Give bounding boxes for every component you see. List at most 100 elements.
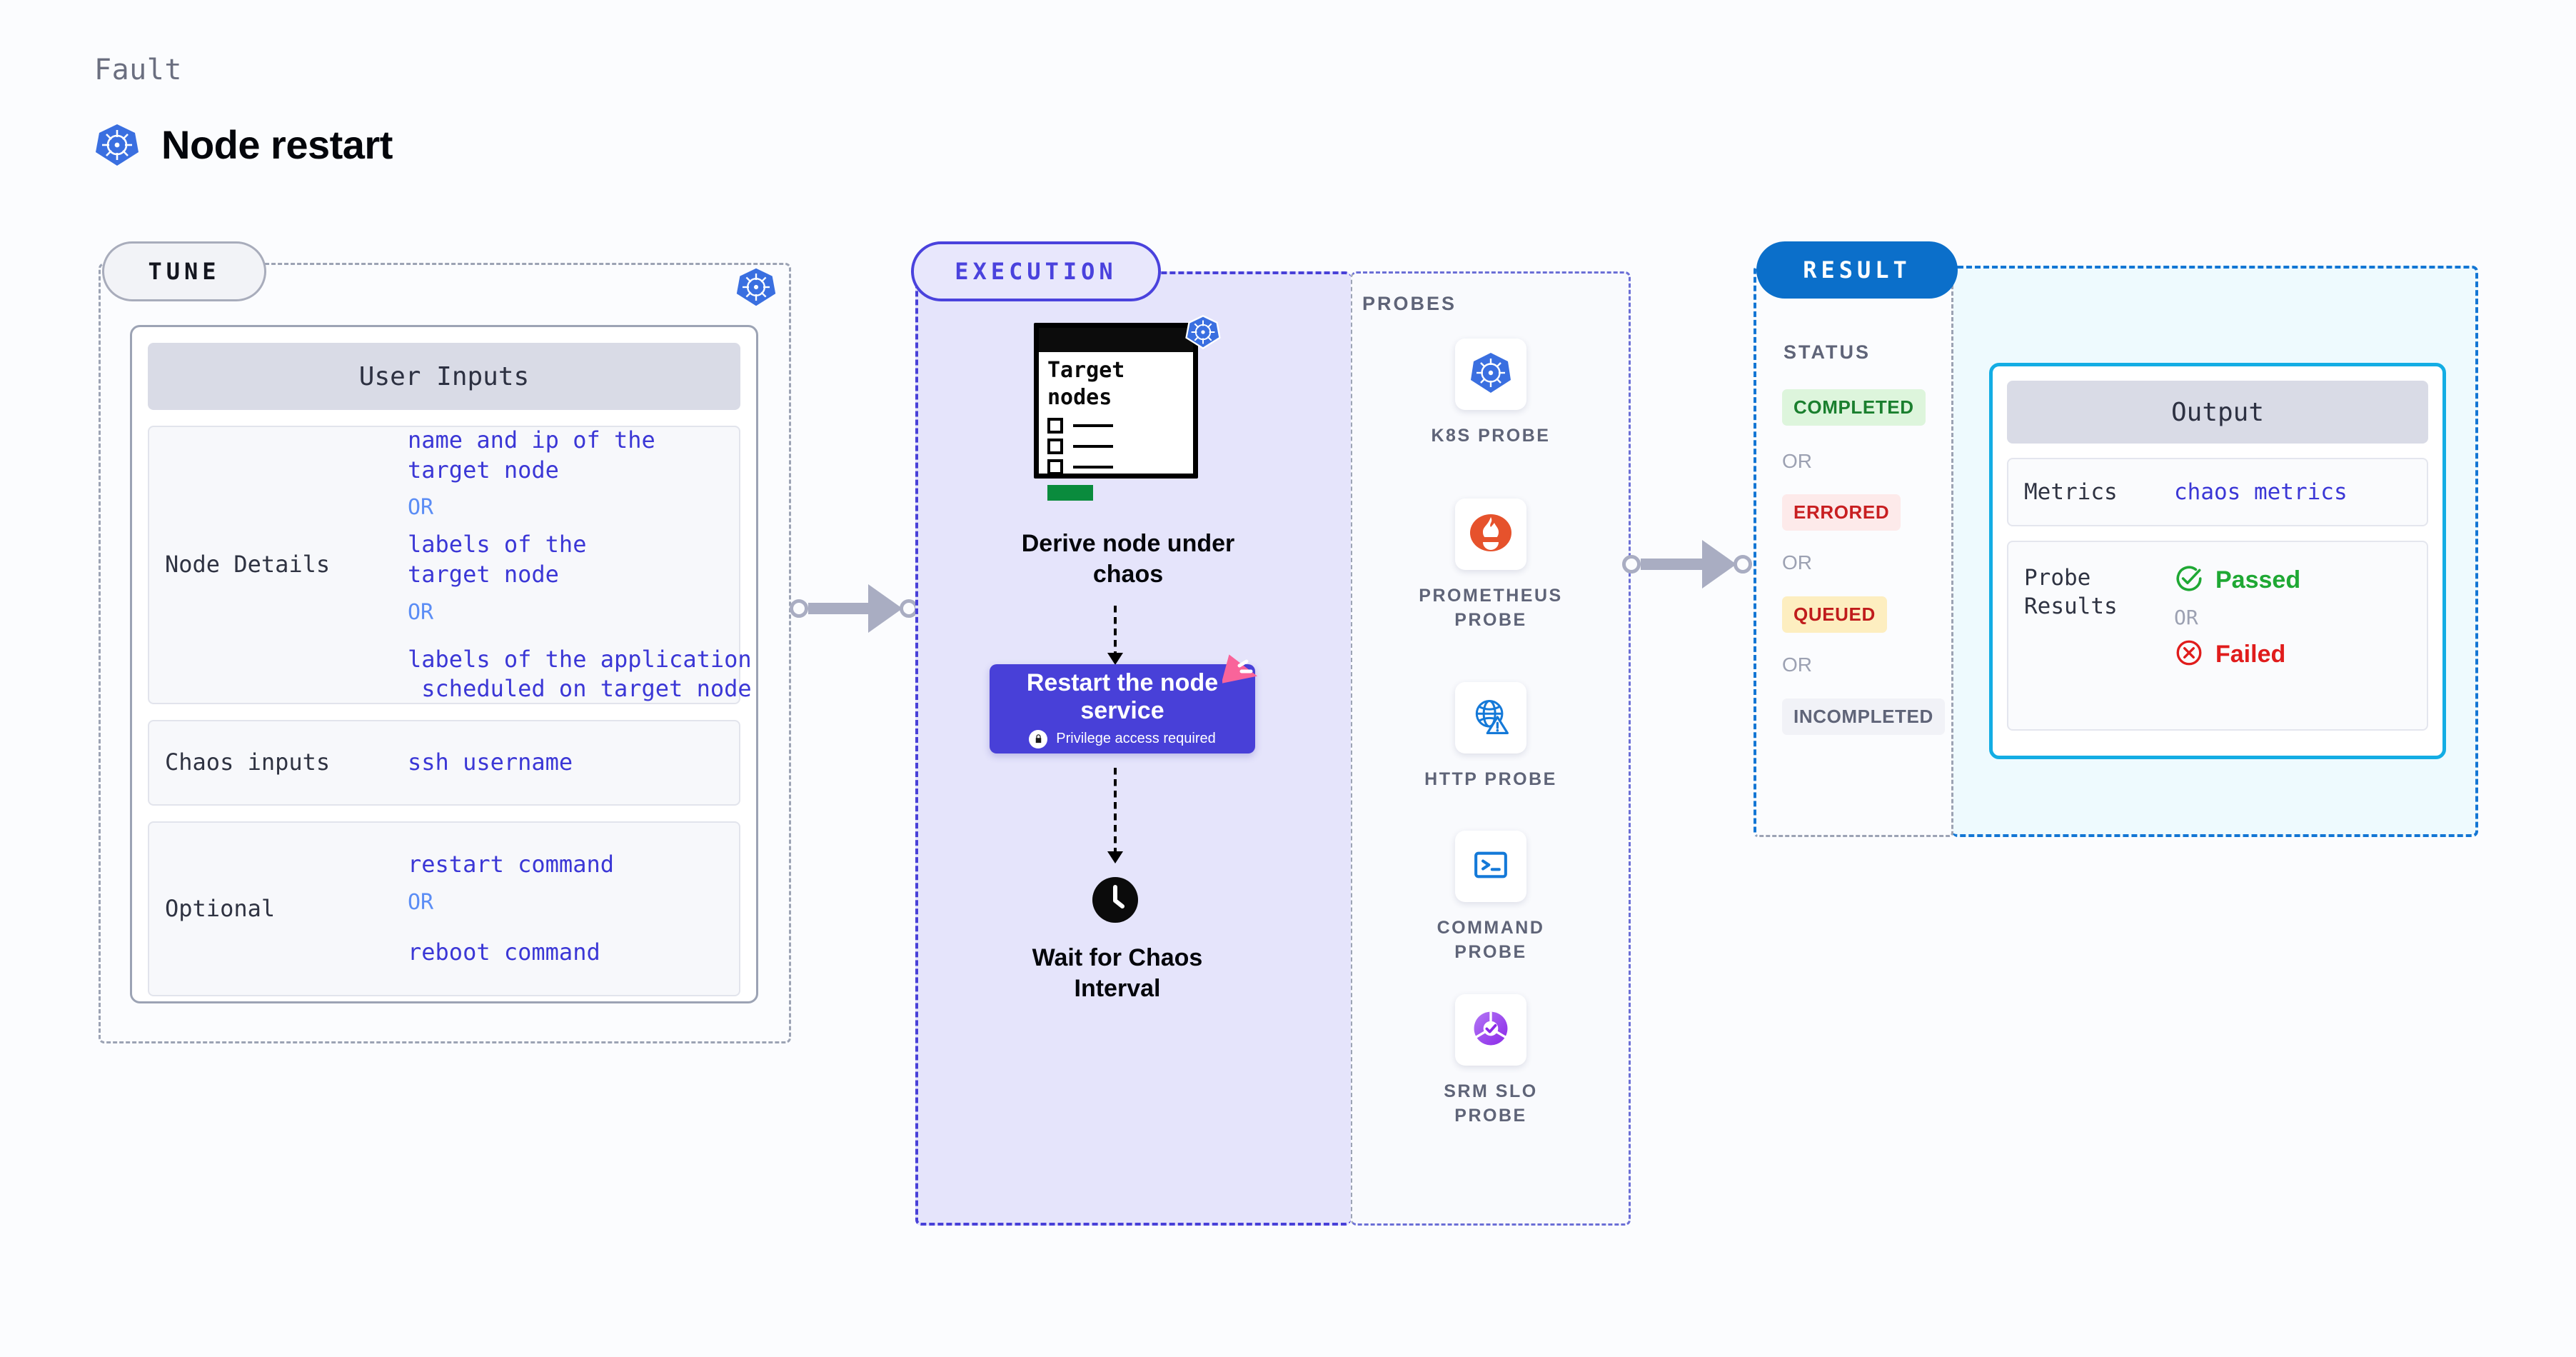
target-nodes-window: Target nodes (1034, 323, 1198, 501)
connector-execution-to-result (1622, 540, 1758, 589)
window-title-line1: Target (1047, 358, 1125, 383)
globe-warning-icon (1469, 695, 1512, 741)
flow-arrowhead-2 (1107, 851, 1123, 863)
window-title-line2: nodes (1047, 384, 1112, 410)
result-status-panel (1754, 266, 1953, 837)
privilege-note: Privilege access required (1029, 729, 1216, 748)
tune-panel (99, 263, 791, 1043)
probes-title: PROBES (1362, 293, 1457, 314)
checkbox-icon (1047, 418, 1063, 434)
probe-tile (1455, 994, 1526, 1066)
window-checkbox-row (1039, 439, 1193, 454)
fault-kicker-label: Fault (94, 54, 182, 86)
status-badge-incompleted: INCOMPLETED (1782, 698, 1945, 735)
step-caption-derive-node: Derive node under chaos (1021, 530, 1235, 588)
kubernetes-icon (735, 266, 777, 311)
x-circle-icon (2174, 638, 2204, 671)
input-key: Node Details (165, 551, 331, 579)
output-value-link[interactable]: chaos metrics (2174, 479, 2348, 505)
probe-item-http[interactable]: HTTP PROBE (1419, 682, 1562, 792)
clock-icon (1092, 877, 1138, 923)
probe-label: K8S PROBE (1431, 426, 1551, 446)
result-stage-pill[interactable]: RESULT (1756, 241, 1958, 299)
connector-tune-to-execution (790, 584, 922, 633)
probe-label: SRM SLO PROBE (1444, 1081, 1538, 1126)
window-checkbox-row (1039, 459, 1193, 475)
verdict-label: Failed (2215, 641, 2286, 668)
input-row-chaos-inputs: Chaos inputs ssh username (148, 720, 740, 806)
input-separator: OR (408, 599, 434, 625)
kubernetes-icon (94, 122, 140, 168)
probe-item-k8s[interactable]: K8S PROBE (1419, 339, 1562, 449)
flow-arrow-2 (1114, 768, 1117, 855)
input-value: labels of the target node (408, 531, 587, 588)
line-placeholder (1073, 466, 1113, 469)
probe-item-command[interactable]: COMMAND PROBE (1419, 831, 1562, 965)
input-row-node-details: Node Details name and ip of the target n… (148, 426, 752, 704)
verdict-passed: Passed (2174, 564, 2300, 597)
status-badge-queued: QUEUED (1782, 596, 1887, 633)
execution-stage-pill[interactable]: EXECUTION (911, 241, 1161, 301)
step-restart-node-service[interactable]: Restart the node service Privilege acces… (990, 664, 1255, 753)
kubernetes-icon (1185, 314, 1221, 354)
check-circle-icon (2174, 564, 2204, 597)
probe-item-srm-slo[interactable]: SRM SLO PROBE (1419, 994, 1562, 1128)
checkbox-icon (1047, 439, 1063, 454)
input-key: Optional (165, 894, 276, 922)
output-key: Metrics (2024, 479, 2118, 505)
input-separator: OR (408, 890, 434, 915)
connector-arrowhead (868, 584, 902, 633)
fault-triangle-icon (1221, 651, 1262, 695)
input-value: name and ip of the target node (408, 426, 655, 484)
user-inputs-title: User Inputs (148, 343, 740, 410)
input-separator: OR (408, 495, 434, 521)
kubernetes-icon (1468, 350, 1514, 399)
connector-line (1641, 559, 1704, 570)
probe-item-prometheus[interactable]: PROMETHEUS PROBE (1419, 499, 1562, 633)
page-title: Node restart (161, 122, 393, 167)
probe-label: PROMETHEUS PROBE (1419, 586, 1563, 630)
input-value: reboot command (408, 938, 600, 966)
tune-stage-pill[interactable]: TUNE (102, 241, 266, 301)
flow-arrow-1 (1114, 606, 1117, 656)
status-title: STATUS (1783, 341, 1871, 363)
srm-slo-icon (1469, 1007, 1512, 1053)
connector-arrowhead (1702, 540, 1736, 589)
lock-icon (1029, 729, 1048, 748)
status-badge-errored: ERRORED (1782, 494, 1901, 531)
probe-tile (1455, 499, 1526, 570)
connector-endpoint (790, 599, 808, 618)
input-value: restart command (408, 851, 614, 878)
status-badge-completed: COMPLETED (1782, 389, 1926, 426)
fault-title-row: Node restart (94, 121, 393, 168)
connector-line (808, 603, 870, 614)
step-label: Restart the node service (1026, 669, 1219, 724)
line-placeholder (1073, 445, 1113, 448)
output-card: Output Metrics chaos metrics Probe Resul… (1989, 363, 2446, 759)
user-inputs-card: User Inputs Node Details name and ip of … (130, 325, 758, 1003)
checkbox-icon (1047, 459, 1063, 475)
input-row-optional: Optional restart command OR reboot comma… (148, 821, 740, 996)
verdict-failed: Failed (2174, 638, 2300, 671)
probe-tile (1455, 339, 1526, 410)
output-row-metrics: Metrics chaos metrics (2007, 458, 2428, 526)
verdict-label: Passed (2215, 566, 2301, 594)
privilege-note-label: Privilege access required (1056, 731, 1216, 747)
probe-tile (1455, 682, 1526, 753)
verdict-separator: OR (2174, 606, 2198, 629)
connector-endpoint (1734, 555, 1752, 574)
flow-arrowhead-1 (1107, 653, 1123, 665)
output-title: Output (2007, 381, 2428, 444)
probe-label: COMMAND PROBE (1437, 918, 1545, 962)
connector-endpoint (1622, 555, 1641, 574)
progress-bar (1047, 485, 1093, 501)
status-separator: OR (1782, 450, 1812, 472)
probe-label: HTTP PROBE (1424, 769, 1557, 789)
window-checkbox-row (1039, 418, 1193, 434)
window-titlebar (1039, 328, 1193, 352)
line-placeholder (1073, 424, 1113, 427)
status-separator: OR (1782, 654, 1812, 676)
step-caption-wait-for-chaos-interval: Wait for Chaos Interval (1032, 944, 1203, 1002)
probe-tile (1455, 831, 1526, 902)
